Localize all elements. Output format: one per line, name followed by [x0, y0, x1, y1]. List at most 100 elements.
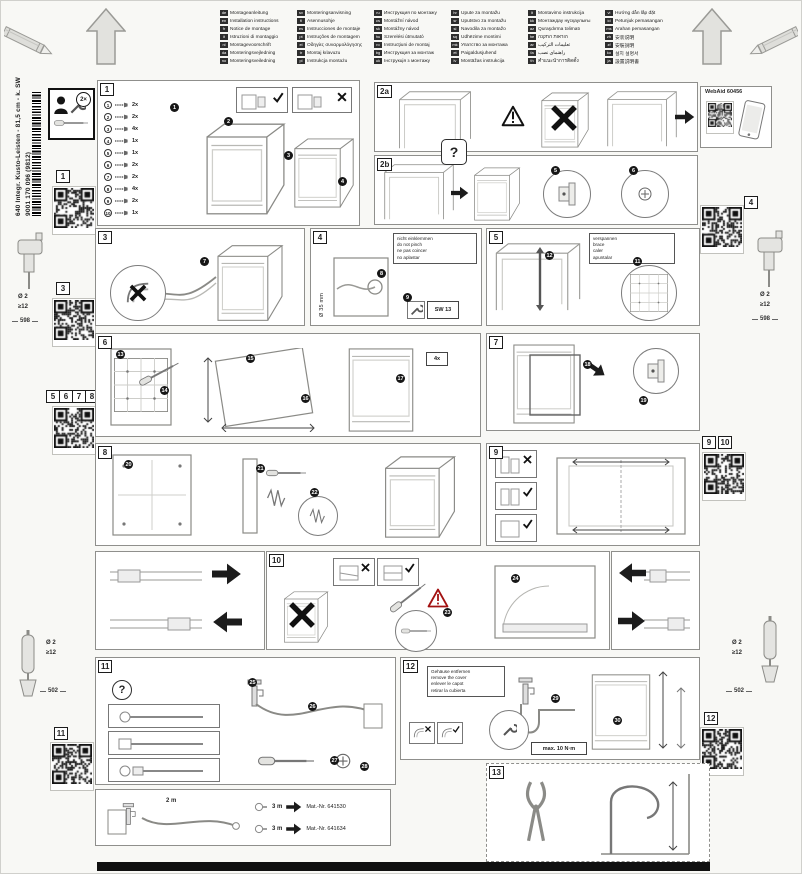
qr-step-label: 3	[56, 282, 70, 295]
language-code-badge: cs	[374, 18, 382, 24]
caulking-gun-icon	[760, 616, 780, 684]
qr-step-label: 10	[718, 436, 732, 449]
bottom-registration-bar	[97, 862, 710, 871]
step-marker: 21	[256, 464, 265, 473]
direction-arrow-icon	[213, 611, 242, 633]
language-label: Petunjuk pemasangan	[615, 18, 663, 24]
language-entry: ro Instrucţiuni de montaj	[374, 41, 450, 49]
language-label: Οδηγίες συναρμολόγησης	[307, 42, 363, 48]
screw-icon	[115, 210, 129, 216]
step-marker: 13	[116, 350, 125, 359]
language-label: 安裝說明	[615, 43, 635, 49]
panel-6: 6 4x 13 14 15 16 17	[95, 333, 481, 437]
step-marker: 25	[248, 678, 257, 687]
step-marker: 19	[639, 396, 648, 405]
installer-pictogram: 2×	[48, 88, 95, 140]
extension-option-row: 3 m Mat.-Nr. 641530	[254, 796, 346, 818]
language-entry: lt Montavimo instrukcija	[528, 9, 604, 17]
panel-5: 5 verspannen brace caler apuntalar 11 12	[486, 228, 700, 326]
extension-options: 3 m Mat.-Nr. 641530 3 m Mat.-Nr. 641634	[254, 796, 346, 840]
arrow-right-icon	[675, 110, 695, 124]
extension-part-number: Mat.-Nr. 641634	[306, 826, 346, 832]
language-entry: ms Arahan pemasangan	[605, 25, 681, 33]
language-label: Monteringsvejledning	[230, 50, 276, 56]
language-code-badge: id	[605, 18, 613, 24]
language-entry: sq Udhëzime montimi	[451, 33, 527, 41]
language-code-badge: et	[451, 50, 459, 56]
detail-callout	[543, 170, 591, 218]
alignment-diagram	[556, 457, 686, 535]
step-marker: 17	[396, 374, 405, 383]
cabinet-illustration	[294, 138, 354, 208]
step-marker: 16	[301, 394, 310, 403]
panel-8: 8 20 21 22	[95, 443, 481, 546]
language-code-badge: sv	[297, 10, 305, 16]
hose-line	[141, 817, 240, 830]
language-entry: uk Інструкція з монтажу	[374, 57, 450, 65]
coupling-icon	[254, 802, 267, 812]
direction-arrow-icon	[619, 563, 646, 583]
hose-extension-panel: 2 m 3 m Mat.-Nr. 641530 3 m Mat.-Nr. 641…	[95, 789, 391, 846]
height-dimension	[658, 671, 686, 749]
drill-icon	[17, 232, 43, 290]
qr-step-label: 4	[744, 196, 758, 209]
warning-icon	[427, 588, 449, 608]
language-entry: kk Монтаждау нұсқаулығы	[528, 17, 604, 25]
pencil-icon	[4, 26, 54, 59]
niche-height-dim: 598	[752, 316, 778, 322]
part-quantity: 1x	[132, 138, 139, 144]
language-code-badge: sq	[451, 34, 459, 40]
language-code-badge: fi	[297, 18, 305, 24]
arrow-right-icon	[286, 823, 302, 835]
pencil-icon	[748, 26, 798, 59]
language-label: راهنمای نصب	[538, 50, 566, 56]
alignment-example-wrong	[495, 450, 537, 478]
top-view-diagram	[494, 565, 596, 639]
part-number: 2	[104, 113, 112, 121]
language-label: Szerelési útmutató	[384, 34, 424, 40]
wrench-icon	[503, 723, 517, 736]
language-entry: ja 設置説明書	[605, 57, 681, 65]
qr-code	[52, 298, 96, 347]
language-entry: es Instrucciones de montaje	[297, 25, 373, 33]
panel-number: 3	[98, 231, 112, 244]
language-label: Instrukcja montażu	[307, 58, 348, 64]
language-entry: he הוראות התקנה	[528, 33, 604, 41]
language-entry: no Monteringsveiledning	[220, 57, 296, 65]
language-label: Paigaldusjuhend	[461, 50, 497, 56]
gun-depth: ≥12	[732, 650, 742, 656]
language-code-badge: ar	[528, 42, 536, 48]
direction-arrow-icon	[212, 563, 241, 585]
language-label: Монтаждау нұсқаулығы	[538, 18, 591, 24]
language-label: Упатство за монтажа	[461, 42, 508, 48]
panel-2a: 2a	[374, 82, 698, 152]
screw-icon	[115, 102, 129, 108]
language-entry: el Οδηγίες συναρμολόγησης	[297, 41, 373, 49]
language-code-badge: mk	[451, 42, 459, 48]
qr-step-label: 12	[704, 712, 718, 725]
webaid-box: WebAid 60456	[700, 86, 772, 148]
step-marker: 2	[224, 117, 233, 126]
language-label: הוראות התקנה	[538, 34, 568, 40]
detail-callout	[489, 710, 529, 750]
language-code-badge: pl	[297, 58, 305, 64]
language-entry: zf 安裝說明	[605, 41, 681, 49]
language-entry: et Paigaldusjuhend	[451, 49, 527, 57]
arrow-right-icon	[286, 801, 302, 813]
part-row: 9 2x	[104, 195, 138, 207]
niche-width-dim: 502	[726, 688, 752, 694]
step-marker: 26	[308, 702, 317, 711]
door-panel-overlay	[529, 354, 581, 416]
language-code-badge: fr	[220, 26, 228, 32]
panel-number: 11	[98, 660, 113, 673]
drain-hose-diagram	[601, 774, 690, 855]
language-code-badge: bg	[374, 50, 382, 56]
panel-11: 11 ? 25 26 27 28	[95, 657, 396, 785]
part-number: 6	[104, 161, 112, 169]
screw-icon	[115, 174, 129, 180]
language-entry: da Monteringsvejledning	[220, 49, 296, 57]
check-icon	[452, 725, 460, 733]
language-code-badge: sr	[451, 18, 459, 24]
language-entry: sr Uputstvo za montažu	[451, 17, 527, 25]
language-entry: ar تعليمات التركيب	[528, 41, 604, 49]
